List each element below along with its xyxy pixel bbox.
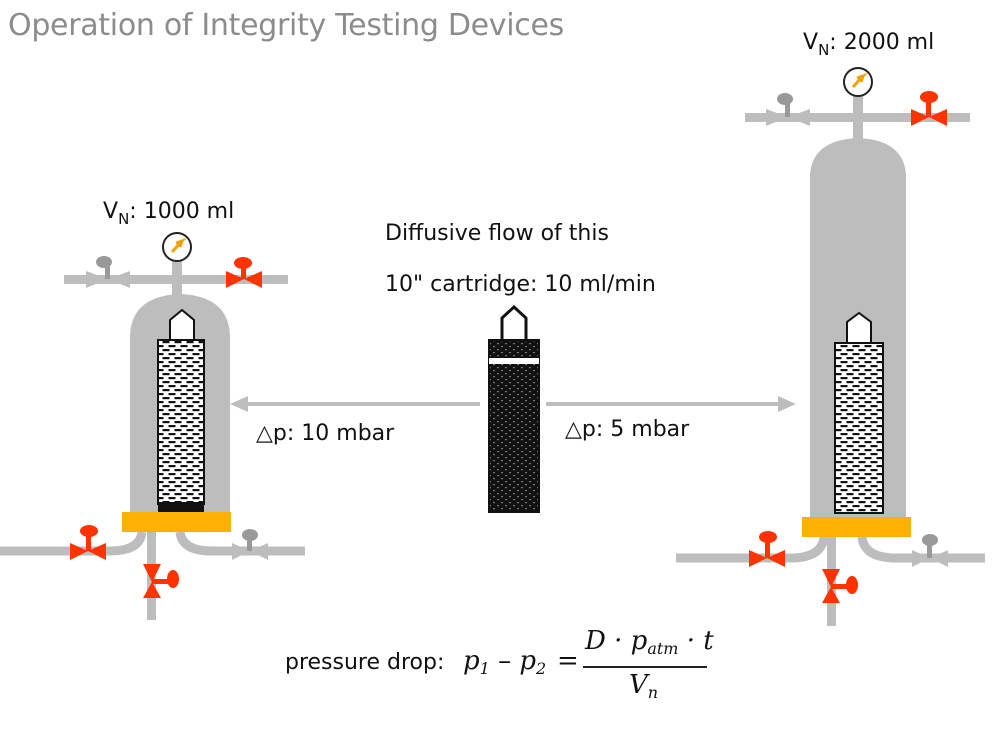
left-volume-label: VN: 1000 ml [103, 199, 235, 228]
valve-icon [86, 256, 130, 288]
fraction-bar [583, 666, 707, 668]
left-cartridge-top [169, 308, 195, 341]
center-cartridge-body [488, 339, 540, 513]
valve-icon [912, 534, 948, 567]
formula-equals: = [557, 646, 579, 676]
formula-lhs: p1 – p2 [463, 646, 547, 678]
center-cartridge-top [500, 304, 528, 340]
pressure-drop-formula: pressure drop: p1 – p2 = D · patm · t Vn [285, 626, 725, 706]
left-gauge-stem [172, 258, 182, 298]
right-bottom-pipes [676, 536, 985, 563]
formula-lead: pressure drop: [285, 650, 445, 675]
valve-icon [749, 531, 785, 567]
gauge-needle [170, 237, 187, 254]
valve-icon [911, 91, 947, 126]
formula-denominator: Vn [629, 670, 659, 702]
right-device [676, 67, 985, 626]
left-cartridge-body [157, 339, 205, 505]
formula-numerator: D · patm · t [585, 626, 714, 658]
left-cartridge-cap [158, 502, 204, 512]
arrow-icon [230, 396, 480, 412]
right-cartridge-body [834, 342, 884, 514]
center-cartridge-band [489, 358, 539, 364]
filter-cartridge-icon [488, 304, 540, 513]
left-bottom-pipes [0, 531, 305, 556]
valve-icon [226, 257, 262, 288]
valve-icon [232, 529, 268, 560]
arrow-icon [546, 396, 796, 412]
valve-icon [70, 525, 106, 560]
right-cartridge-top [846, 311, 872, 344]
valve-icon [822, 569, 858, 603]
cartridge-flow-label: 10" cartridge: 10 ml/min [385, 272, 656, 297]
right-volume-label: VN: 2000 ml [803, 30, 935, 59]
left-base-plate [122, 512, 231, 532]
page-title: Operation of Integrity Testing Devices [8, 8, 564, 43]
left-pressure-drop-label: △p: 10 mbar [256, 421, 395, 446]
right-pressure-drop-label: △p: 5 mbar [565, 417, 690, 442]
diffusive-flow-label: Diffusive flow of this [385, 221, 609, 246]
valve-icon [143, 564, 179, 598]
gauge-needle [851, 72, 868, 89]
right-gauge-stem [853, 96, 863, 141]
left-device [0, 232, 305, 620]
right-base-plate [802, 517, 911, 537]
valve-icon [766, 93, 810, 126]
